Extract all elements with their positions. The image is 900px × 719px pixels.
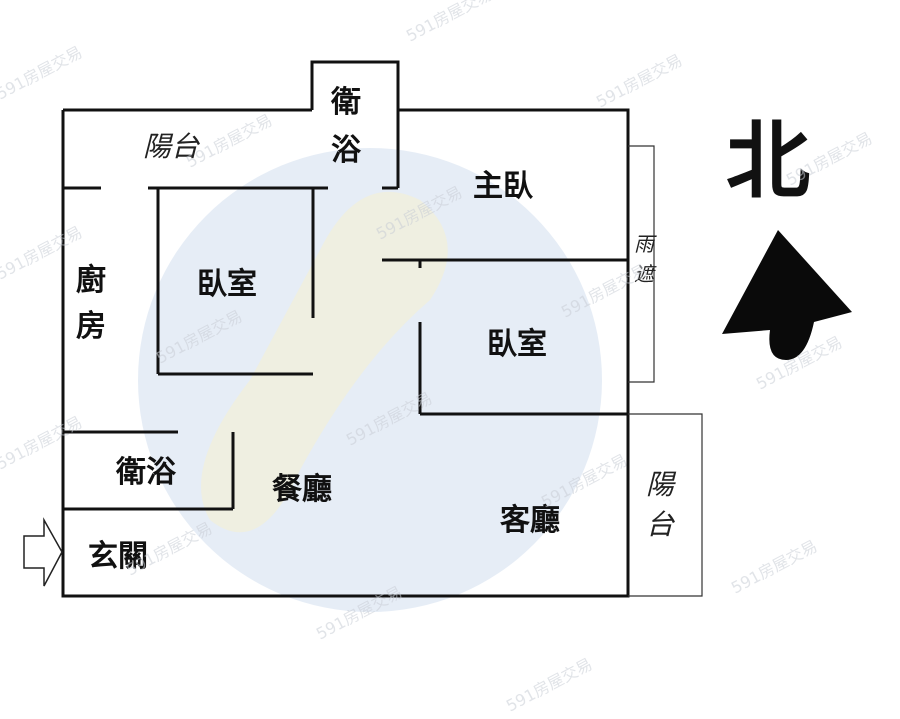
label-bath-top-1: 衛 — [330, 85, 361, 120]
label-entrance: 玄關 — [88, 539, 148, 574]
label-bath-top-2: 浴 — [331, 133, 362, 168]
entrance-arrow-icon — [23, 517, 63, 587]
label-master-bedroom: 主臥 — [473, 169, 533, 204]
watermark-text: 591房屋交易 — [0, 42, 85, 103]
watermark-text: 591房屋交易 — [403, 0, 495, 46]
watermark-text: 591房屋交易 — [0, 222, 85, 283]
label-balcony-north: 陽台 — [143, 130, 200, 163]
label-kitchen-1: 廚 — [76, 263, 106, 298]
north-arrow-icon — [722, 230, 852, 360]
label-bath-bottom: 衛浴 — [115, 455, 177, 490]
label-living: 客廳 — [500, 503, 560, 538]
label-balcony-east-2: 台 — [646, 508, 675, 541]
label-rain-shelter-2: 遮 — [634, 262, 657, 286]
label-bedroom-right: 臥室 — [487, 327, 547, 362]
annexes — [628, 145, 703, 597]
watermark-logo — [138, 148, 602, 612]
watermark-text: 591房屋交易 — [503, 654, 595, 715]
label-rain-shelter-1: 雨 — [634, 232, 657, 256]
watermark-text: 591房屋交易 — [593, 50, 685, 111]
label-kitchen-2: 房 — [76, 309, 106, 344]
watermark-text: 591房屋交易 — [728, 536, 820, 597]
north-label: 北 — [726, 112, 810, 210]
label-bedroom-left: 臥室 — [197, 267, 257, 302]
watermark-text: 591房屋交易 — [0, 412, 85, 473]
label-dining: 餐廳 — [272, 472, 332, 507]
label-balcony-east-1: 陽 — [646, 468, 677, 501]
